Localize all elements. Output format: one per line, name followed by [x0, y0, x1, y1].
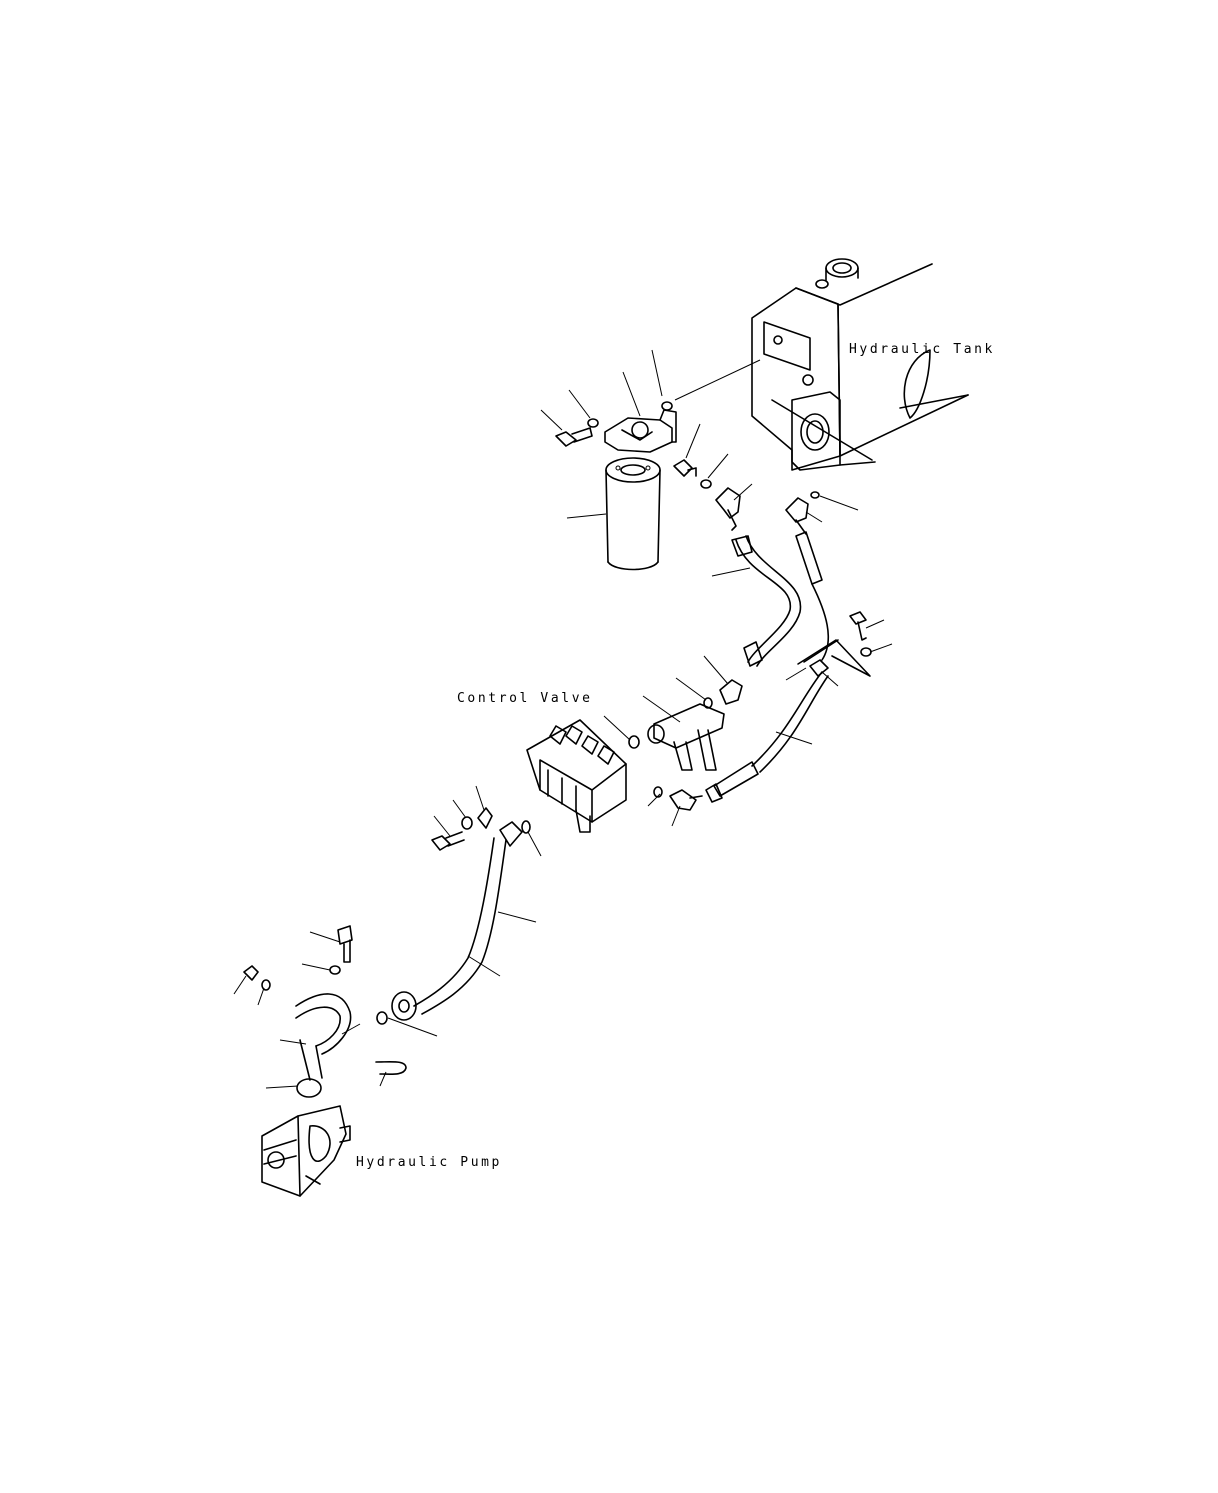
suction-clamp: [375, 1060, 407, 1076]
o-ring-pump-suction: [296, 1078, 322, 1098]
hose-bracket: [797, 639, 871, 677]
o-ring-tank-plate: [661, 401, 673, 411]
label-control-valve: Control Valve: [457, 691, 593, 706]
pump-flange-bolt: [337, 925, 353, 963]
valve-flange-washer: [461, 816, 473, 830]
pressure-hose: [413, 821, 523, 1015]
elbow-fitting-supply: [715, 487, 741, 531]
valve-return-elbow: [669, 789, 703, 811]
control-valve: [526, 719, 627, 833]
leader-lines: [233, 349, 893, 1089]
hose-clamp: [809, 659, 829, 677]
valve-flange-bolt: [431, 831, 465, 851]
filter-head-washer: [587, 418, 599, 428]
filter-outlet-fitting: [673, 459, 697, 477]
label-hydraulic-tank: Hydraulic Tank: [849, 342, 995, 357]
o-ring-valve-inlet: [628, 735, 640, 749]
bracket-bolt: [849, 611, 867, 641]
pump-nut: [243, 965, 259, 981]
elbow-fitting-return: [785, 497, 809, 535]
pump-hose-flange: [391, 991, 417, 1021]
supply-adapter: [719, 679, 743, 705]
split-flange: [477, 807, 493, 829]
filter-head: [604, 409, 677, 453]
hydraulic-tank: [751, 258, 969, 471]
o-ring-filter-outlet: [700, 479, 712, 489]
label-hydraulic-pump: Hydraulic Pump: [356, 1155, 502, 1170]
supply-hose-upper: [731, 535, 802, 667]
return-hose-upper: [795, 531, 830, 661]
oil-filter-cartridge: [605, 457, 661, 571]
o-ring-tank-return: [810, 491, 820, 499]
return-hose-lower: [705, 671, 829, 803]
o-ring-pump-delivery: [376, 1011, 388, 1025]
hydraulic-pump: [261, 1105, 351, 1197]
bracket-washer: [860, 647, 872, 657]
pump-flange-washer: [329, 965, 341, 975]
pump-washer: [261, 979, 271, 991]
o-ring-valve-pressure: [521, 820, 531, 834]
suction-pipe: [295, 993, 352, 1081]
filter-head-bolt: [555, 427, 593, 447]
o-ring-valve-return: [653, 786, 663, 798]
valve-connector-block: [647, 703, 725, 771]
